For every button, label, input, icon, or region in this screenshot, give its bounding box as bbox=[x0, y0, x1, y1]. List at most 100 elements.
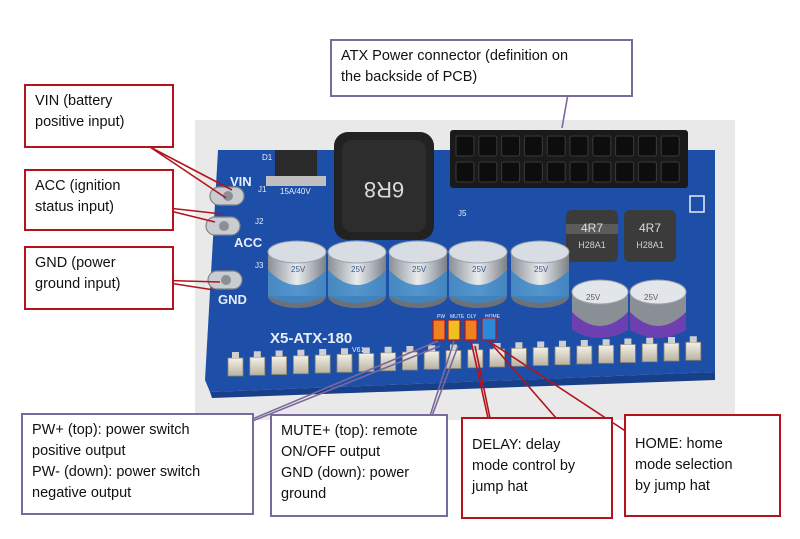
silk-j5: J5 bbox=[458, 209, 467, 218]
output-terminal bbox=[249, 356, 266, 376]
jumper-label-home: HOME bbox=[485, 314, 501, 320]
atx-pin bbox=[569, 135, 589, 157]
callout-vin: VIN (battery positive input) bbox=[24, 84, 174, 148]
output-terminal bbox=[227, 357, 244, 377]
capacitor-blue-label: 25V bbox=[534, 265, 549, 274]
callout-delay-line-3: jump hat bbox=[472, 479, 528, 495]
output-terminal bbox=[641, 343, 658, 363]
output-terminal bbox=[336, 353, 353, 373]
output-terminal-pin bbox=[341, 348, 348, 355]
atx-pin bbox=[592, 135, 612, 157]
output-terminal-pin bbox=[646, 337, 654, 344]
inductor-6r8: 6R8 bbox=[334, 132, 434, 240]
callout-mute-line-2: ON/OFF output bbox=[281, 444, 381, 460]
output-terminal bbox=[423, 350, 440, 370]
output-terminal bbox=[271, 356, 288, 375]
atx-pin bbox=[592, 161, 612, 183]
callout-delay: DELAY: delay mode control by jump hat bbox=[461, 417, 613, 519]
output-terminal-pin bbox=[253, 351, 261, 358]
atx-pin bbox=[637, 135, 657, 157]
callout-pw-line-3: PW- (down): power switch bbox=[32, 464, 201, 480]
leader-vin bbox=[149, 146, 233, 191]
capacitor-blue: 25V bbox=[510, 240, 570, 308]
output-terminal-pin bbox=[362, 347, 370, 354]
callout-home-line-1: HOME: home bbox=[635, 436, 723, 452]
callout-delay-line-2: mode control by bbox=[472, 458, 576, 474]
callout-acc-line-2: status input) bbox=[35, 199, 114, 215]
output-terminal bbox=[576, 345, 593, 365]
output-terminal-pin bbox=[537, 341, 545, 348]
terminal-lug bbox=[209, 186, 245, 206]
capacitor-blue: 25V bbox=[388, 240, 448, 308]
atx-pin bbox=[501, 135, 521, 157]
output-terminal-pin bbox=[668, 337, 675, 343]
inductor-label: 6R8 bbox=[364, 177, 404, 202]
output-terminal bbox=[489, 348, 506, 368]
atx-pin bbox=[478, 161, 498, 183]
output-terminal-pin bbox=[450, 344, 457, 351]
output-terminal-pin bbox=[275, 350, 283, 357]
blue-capacitors: 25V 25V 25V 25V 25V bbox=[267, 240, 570, 308]
atx-pin bbox=[637, 161, 657, 183]
output-terminal-pin bbox=[515, 342, 523, 349]
atx-pin bbox=[569, 161, 589, 183]
jumper-label-mute: MUTE bbox=[450, 314, 465, 320]
callout-acc: ACC (ignition status input) bbox=[24, 169, 174, 231]
callout-mute: MUTE+ (top): remote ON/OFF output GND (d… bbox=[270, 414, 448, 517]
callout-vin-line-1: VIN (battery bbox=[35, 93, 113, 109]
atx-connector bbox=[450, 130, 688, 188]
output-terminal-pin bbox=[297, 349, 305, 356]
small-inductor-2-label: 4R7 bbox=[639, 221, 661, 235]
purple-capacitors: 25V 25V bbox=[571, 279, 687, 338]
callout-gnd-line-2: ground input) bbox=[35, 276, 121, 292]
atx-pin bbox=[523, 161, 543, 183]
output-terminal-pin bbox=[624, 338, 632, 345]
pcb-edge bbox=[210, 372, 715, 398]
output-terminal-pin bbox=[406, 346, 414, 352]
small-inductor-1-label: 4R7 bbox=[581, 221, 603, 235]
silk-marker bbox=[689, 195, 705, 213]
capacitor-blue-label: 25V bbox=[351, 265, 366, 274]
silk-acc: ACC bbox=[234, 235, 263, 250]
jumper-label-dly: DLY bbox=[467, 314, 477, 320]
capacitor-blue: 25V bbox=[448, 240, 508, 308]
callout-mute-line-4: ground bbox=[281, 486, 327, 502]
output-terminal bbox=[663, 342, 680, 362]
callout-mute-line-3: GND (down): power bbox=[281, 465, 410, 481]
output-terminal-pin bbox=[602, 339, 610, 346]
jumper-label-pw: PW bbox=[437, 314, 445, 320]
version-label: V61 bbox=[352, 347, 365, 354]
leader-mute-1 bbox=[429, 340, 455, 417]
terminal-lug bbox=[207, 270, 243, 290]
callout-mute-line-1: MUTE+ (top): remote bbox=[281, 423, 418, 439]
callout-atx-line-1: ATX Power connector (definition on bbox=[341, 48, 569, 64]
callout-atx: ATX Power connector (definition on the b… bbox=[330, 39, 633, 97]
output-terminal-pin bbox=[580, 340, 588, 346]
atx-pin bbox=[615, 135, 635, 157]
capacitor-blue-label: 25V bbox=[412, 265, 427, 274]
callout-acc-line-1: ACC (ignition bbox=[35, 178, 121, 194]
atx-pin bbox=[546, 135, 566, 157]
jumper-dly bbox=[464, 319, 478, 341]
atx-pin bbox=[478, 135, 498, 157]
atx-pin bbox=[546, 161, 566, 183]
capacitor-blue-label: 25V bbox=[472, 265, 487, 274]
output-terminal bbox=[554, 346, 571, 366]
silk-fuse: 15A/40V bbox=[280, 187, 311, 196]
leader-atx bbox=[561, 93, 569, 129]
jumper-home bbox=[481, 317, 497, 341]
callout-gnd-line-1: GND (power bbox=[35, 255, 116, 271]
callout-vin-line-2: positive input) bbox=[35, 114, 125, 130]
capacitor-purple-label: 25V bbox=[586, 293, 601, 302]
capacitor-purple-label: 25V bbox=[644, 293, 659, 302]
model-label: X5-ATX-180 bbox=[270, 330, 352, 347]
callout-pw-line-4: negative output bbox=[32, 485, 132, 501]
leader-pw-2 bbox=[249, 345, 441, 423]
output-terminal bbox=[685, 341, 702, 361]
atx-pin bbox=[615, 161, 635, 183]
capacitor-blue: 25V bbox=[267, 240, 327, 308]
silk-d1: D1 bbox=[262, 153, 273, 162]
atx-pin bbox=[660, 161, 680, 183]
inductor-4r7-left: 4R7 H28A1 bbox=[566, 210, 618, 262]
